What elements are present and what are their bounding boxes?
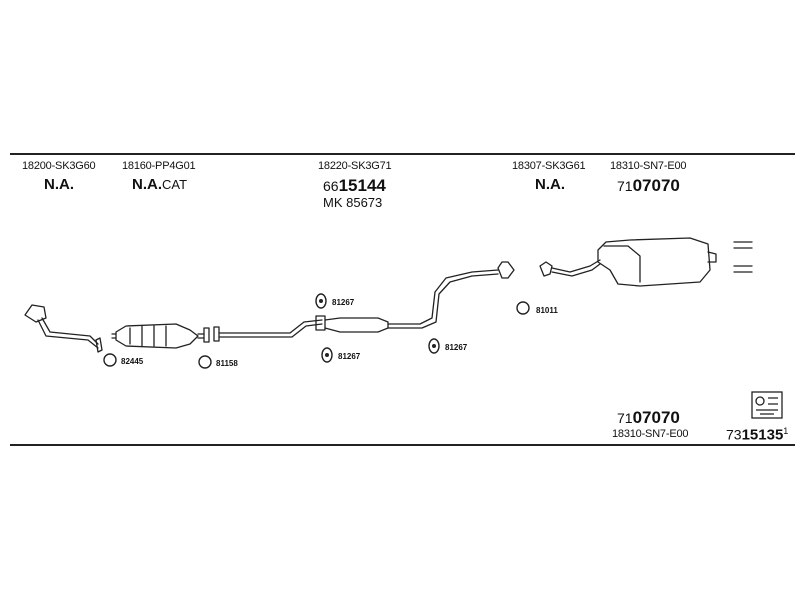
ref-rear-muffler-prefix: 71 [617,178,633,194]
tailpipe-shape [733,241,753,273]
footer-kit-ref: 73151351 [726,426,788,444]
ring-82445 [103,353,117,367]
footer-kit-main: 15135 [741,426,784,444]
part-number-catalyst: 18160-PP4G01 [122,160,196,172]
front-pipe-shape [24,304,103,353]
footer-kit-prefix: 73 [726,426,742,443]
part-number-rear-muffler: 18310-SN7-E00 [610,160,687,172]
catalyst-shape [111,323,210,349]
status-resonator: N.A. [535,176,565,193]
callout-82445: 82445 [121,357,144,366]
part-number-resonator: 18307-SK3G61 [512,160,586,172]
ref-rear-muffler-main: 07070 [632,176,680,195]
footer-ref: 7107070 [617,408,680,428]
ref-rear-muffler: 7107070 [617,176,680,196]
callout-81011: 81011 [536,306,558,315]
footer-ref-main: 07070 [632,408,680,427]
ref-middle-pipe: 6615144 [323,176,386,196]
status-front-pipe: N.A. [44,176,74,193]
top-rule [10,153,795,155]
callout-81267-lower: 81267 [338,352,361,361]
part-number-middle-pipe: 18220-SK3G71 [318,160,392,172]
status-catalyst-suffix: CAT [162,177,188,192]
ring-81158 [198,355,212,369]
ref-middle-pipe-main: 15144 [338,176,386,195]
part-number-front-pipe: 18200-SK3G60 [22,160,96,172]
ref-middle-pipe-prefix: 66 [323,178,339,194]
bottom-rule [10,444,795,446]
callout-81158: 81158 [216,359,238,368]
callout-81267-right: 81267 [445,343,468,352]
footer-kit-sup: 1 [783,426,789,436]
mounting-kit-icon [751,391,783,419]
rear-muffler-shape [539,237,717,287]
footer-ref-prefix: 71 [617,410,633,426]
ring-81011 [516,301,530,315]
middle-pipe-shape [213,261,515,342]
callout-81267-upper: 81267 [332,298,355,307]
status-catalyst: N.A.CAT [132,176,187,194]
footer-part-number: 18310-SN7-E00 [612,428,689,440]
status-catalyst-label: N.A. [132,176,162,193]
mounting-kit-middle-pipe: MK 85673 [323,195,383,210]
